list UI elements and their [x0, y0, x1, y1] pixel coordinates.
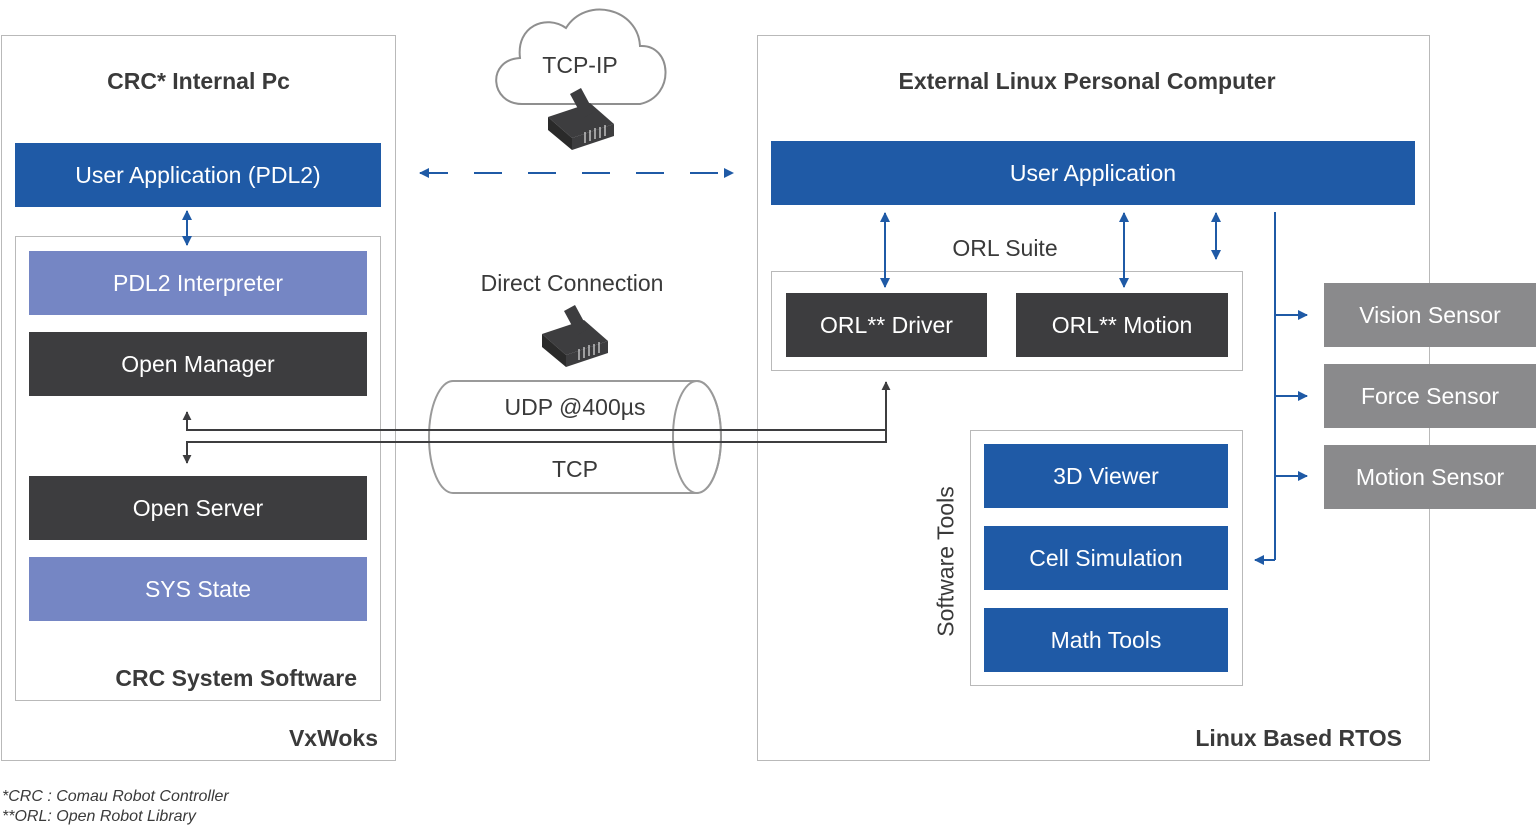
udp-label: UDP @400µs: [504, 394, 646, 420]
3d-viewer-box: 3D Viewer: [984, 444, 1228, 508]
open-server-box: Open Server: [29, 476, 367, 540]
force-sensor-box: Force Sensor: [1324, 364, 1536, 428]
orl-suite-frame: [771, 271, 1243, 371]
orl-motion-box: ORL** Motion: [1016, 293, 1228, 357]
left-panel-title: CRC* Internal Pc: [107, 68, 290, 94]
sys-state-box: SYS State: [29, 557, 367, 621]
math-tools-box: Math Tools: [984, 608, 1228, 672]
pdl2-user-app-box: User Application (PDL2): [15, 143, 381, 207]
cloud-icon: [495, 8, 667, 105]
ethernet-plug-icon: [548, 88, 614, 150]
crc-system-software-label: CRC System Software: [115, 665, 357, 691]
pdl2-interpreter-box: PDL2 Interpreter: [29, 251, 367, 315]
software-tools-frame: [970, 430, 1243, 686]
linux-rtos-label: Linux Based RTOS: [1195, 725, 1402, 751]
vision-sensor-box: Vision Sensor: [1324, 283, 1536, 347]
crc-system-software-frame: [15, 236, 381, 701]
orl-driver-box: ORL** Driver: [786, 293, 987, 357]
orl-suite-label: ORL Suite: [952, 235, 1058, 261]
direct-connection-label: Direct Connection: [480, 270, 664, 296]
tcp-line: [182, 430, 887, 464]
orl-footnote: **ORL: Open Robot Library: [2, 808, 196, 825]
tcp-label: TCP: [552, 456, 598, 482]
tcpip-label: TCP-IP: [542, 52, 618, 78]
direct-plug-icon: [542, 305, 608, 367]
vxworks-label: VxWoks: [288, 725, 378, 751]
user-app-box: User Application: [771, 141, 1415, 205]
cell-simulation-box: Cell Simulation: [984, 526, 1228, 590]
udp-line: [182, 381, 891, 431]
crc-footnote: *CRC : Comau Robot Controller: [2, 788, 229, 805]
right-panel-title: External Linux Personal Computer: [898, 68, 1276, 94]
motion-sensor-box: Motion Sensor: [1324, 445, 1536, 509]
